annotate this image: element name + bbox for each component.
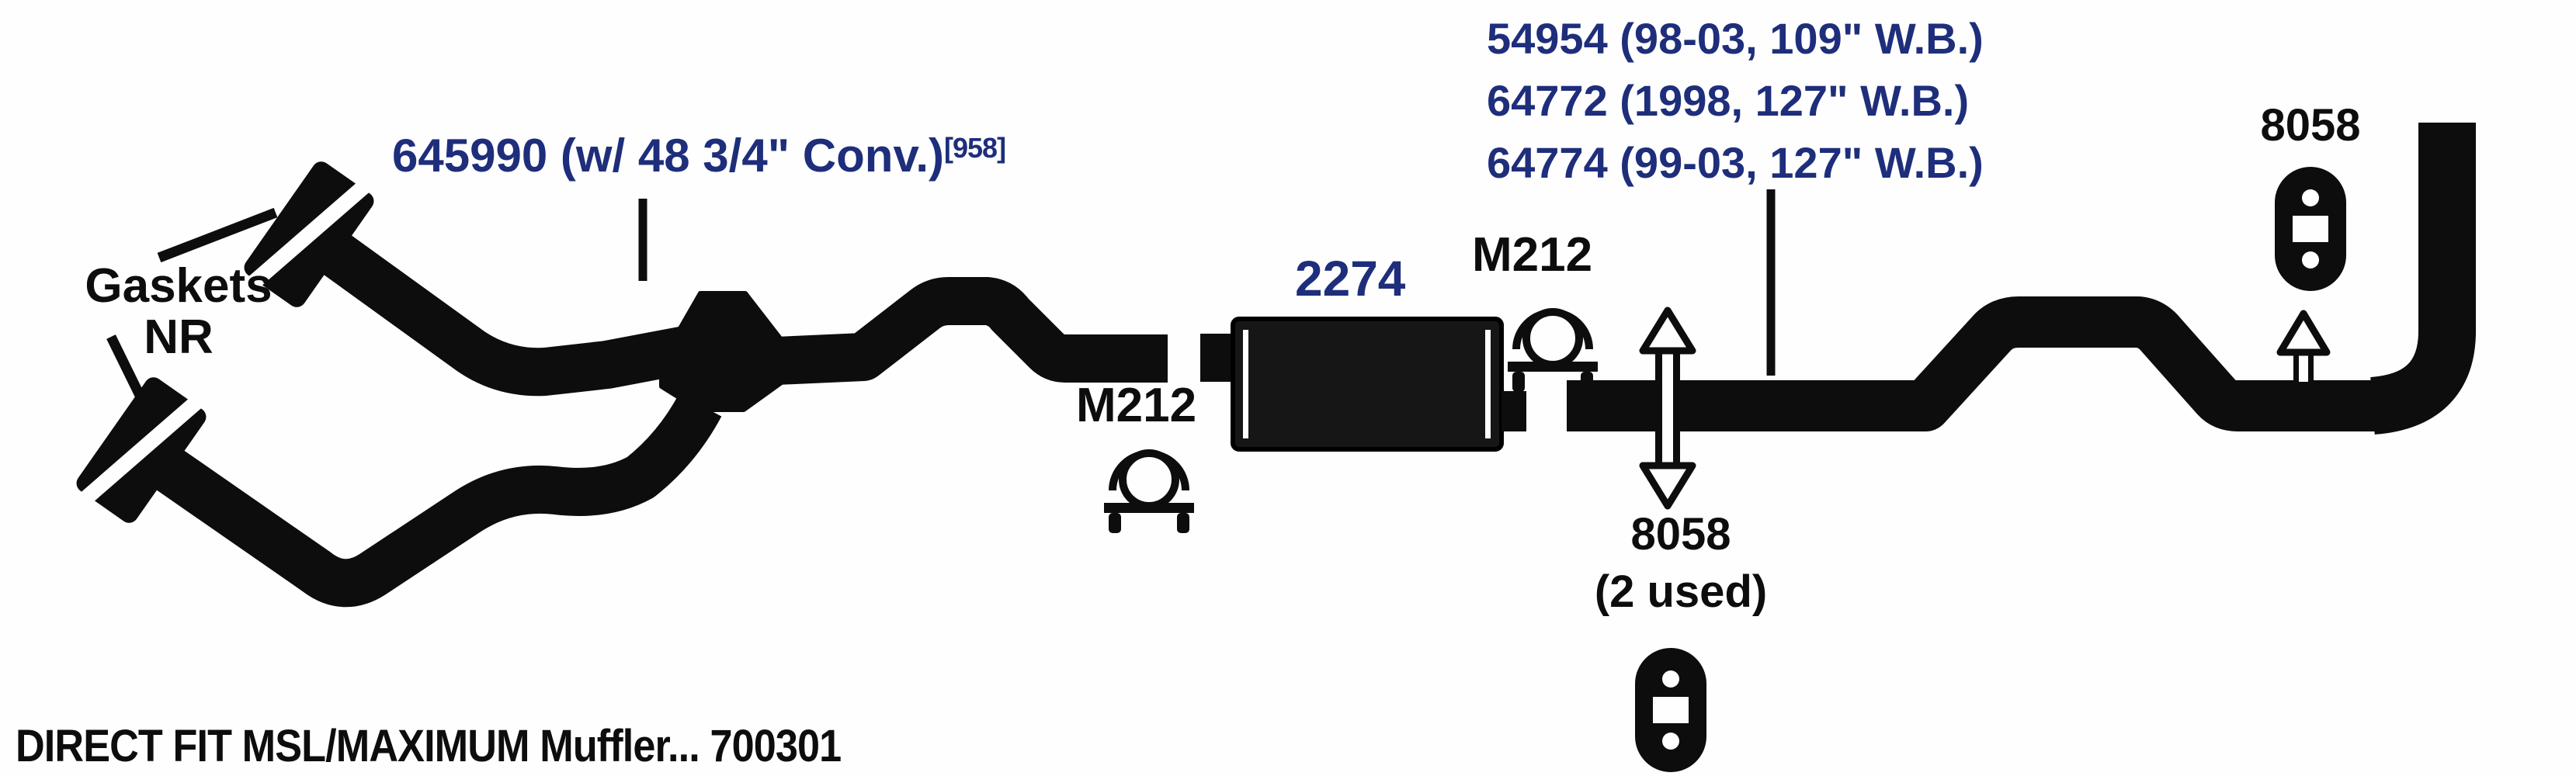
hanger-pin-arrow-double-icon [1639, 307, 1696, 510]
u-bolt-clamp-icon-outlet [1508, 308, 1598, 392]
muffler-inlet-nipple [1200, 334, 1236, 382]
gaskets-label-line1: Gaskets [85, 259, 273, 313]
hanger-part-number-mid: 8058 (2 used) [1561, 506, 1801, 621]
footer-caption: DIRECT FIT MSL/MAXIMUM Muffler... 700301 [16, 721, 842, 771]
muffler-body [1231, 317, 1504, 452]
catalytic-converter-icon [659, 291, 785, 412]
tailpipe-run [1567, 296, 2387, 431]
tailpipe-part-number-3: 64774 (99-03, 127" W.B.) [1487, 138, 1984, 187]
front-pipe-part-number: 645990 (w/ 48 3/4" Conv.)[958] [392, 130, 1006, 182]
gaskets-label: Gaskets NR [66, 261, 291, 363]
front-y-pipe [127, 214, 722, 608]
muffler-outlet-nipple [1502, 391, 1526, 431]
leader-gasket-upper [157, 207, 278, 263]
front-pipe-upper [294, 214, 694, 397]
tailpipe-part-number-2: 64772 (1998, 127" W.B.) [1487, 76, 1970, 125]
intermediate-pipe [775, 277, 1168, 385]
tailpipe-part-number-1: 54954 (98-03, 109" W.B.) [1487, 14, 1984, 63]
tailpipe [1567, 123, 2476, 435]
tailpipe-part-numbers: 54954 (98-03, 109" W.B.) 64772 (1998, 12… [1487, 8, 1984, 194]
muffler-seam-right [1485, 330, 1491, 438]
hanger-part-number-mid-line2: (2 used) [1594, 566, 1768, 617]
hanger-pin-arrow-single-icon [2276, 310, 2331, 382]
exhaust-hanger-icon-right [2275, 167, 2346, 291]
u-bolt-clamp-icon-inlet [1104, 449, 1194, 533]
clamp-part-number-outlet: M212 [1472, 228, 1593, 282]
gaskets-label-line2: NR [144, 310, 214, 364]
hanger-part-number-right: 8058 [2260, 100, 2361, 151]
muffler-seam-left [1243, 330, 1248, 438]
hanger-part-number-mid-line1: 8058 [1630, 509, 1731, 559]
clamp-part-number-inlet: M212 [1076, 379, 1197, 432]
front-pipe-lower [127, 393, 722, 608]
front-pipe-footnote: [958] [944, 132, 1006, 164]
muffler-part-number: 2274 [1295, 251, 1406, 307]
muffler-icon [1200, 317, 1526, 452]
gasket-flange-upper-icon [244, 161, 374, 307]
gasket-flange-lower-icon [76, 377, 207, 523]
exhaust-hanger-icon-mid [1635, 648, 1706, 772]
tailpipe-riser [2369, 123, 2476, 435]
